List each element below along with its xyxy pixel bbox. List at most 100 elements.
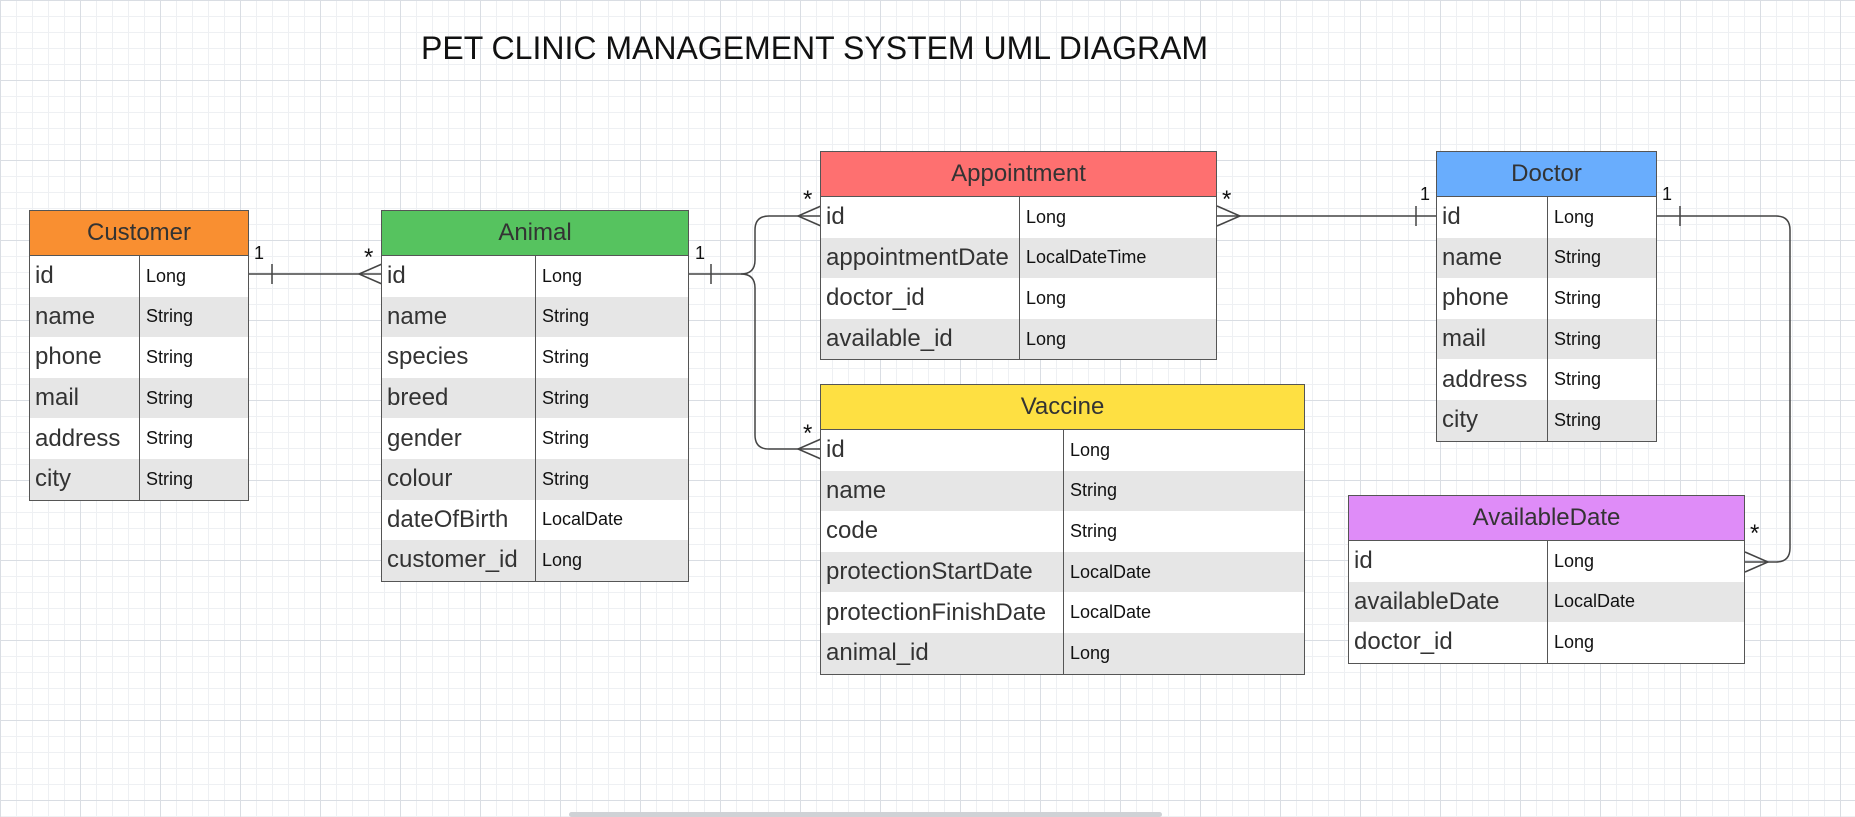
field-name: colour: [382, 458, 536, 500]
field-name: customer_id: [382, 540, 536, 581]
field-type: LocalDateTime: [1026, 247, 1147, 268]
field-type: String: [542, 306, 590, 327]
field-type: Long: [1026, 287, 1067, 308]
field-name: phone: [1437, 278, 1548, 319]
field-type: Long: [1070, 642, 1111, 663]
field-row: id Long: [382, 256, 688, 297]
field-name: id: [821, 197, 1020, 238]
animal-many-crowsfoot: [357, 263, 383, 285]
field-row: breed String: [382, 377, 688, 419]
field-type: Long: [1026, 206, 1067, 227]
field-name: breed: [382, 377, 536, 419]
field-type: LocalDate: [1554, 591, 1636, 612]
field-type: String: [146, 346, 194, 367]
field-name: name: [30, 296, 140, 338]
field-type: String: [1554, 247, 1602, 268]
field-type: String: [1554, 287, 1602, 308]
field-name: available_id: [821, 318, 1020, 360]
field-row: dateOfBirth LocalDate: [382, 499, 688, 541]
field-type: String: [146, 428, 194, 449]
field-name: name: [1437, 237, 1548, 279]
field-type: LocalDate: [1070, 561, 1152, 582]
field-type: String: [542, 346, 590, 367]
field-row: address String: [30, 418, 248, 459]
field-name: doctor_id: [821, 278, 1020, 319]
field-row: phone String: [1437, 278, 1656, 319]
field-name: dateOfBirth: [382, 499, 536, 541]
field-type: Long: [542, 265, 583, 286]
field-type: String: [1554, 369, 1602, 390]
field-type: String: [146, 468, 194, 489]
field-type: Long: [1070, 439, 1111, 460]
availabledate-many-crowsfoot: [1744, 551, 1770, 573]
field-name: address: [30, 418, 140, 459]
entity-availabledate-header: AvailableDate: [1349, 496, 1744, 541]
field-row: address String: [1437, 359, 1656, 400]
field-type: String: [146, 306, 194, 327]
multiplicity-animal-many: *: [364, 244, 374, 271]
field-row: customer_id Long: [382, 540, 688, 581]
appointment-doctor-crowsfoot: [1216, 205, 1242, 227]
multiplicity-availabledate-many: *: [1750, 520, 1760, 547]
field-type: Long: [1554, 550, 1595, 571]
field-name: availableDate: [1349, 581, 1548, 623]
field-type: Long: [542, 549, 583, 570]
field-row: colour String: [382, 458, 688, 500]
entity-appointment-header: Appointment: [821, 152, 1216, 197]
field-row: id Long: [821, 197, 1216, 238]
multiplicity-appointment-many: *: [803, 186, 813, 213]
field-name: address: [1437, 359, 1548, 400]
multiplicity-animal-one: 1: [695, 243, 706, 263]
field-type: LocalDate: [542, 509, 624, 530]
multiplicity-appointment-doctor-many: *: [1222, 186, 1232, 213]
field-row: name String: [30, 296, 248, 338]
field-name: id: [30, 256, 140, 297]
doctor-available-connector: [1657, 215, 1791, 563]
field-name: species: [382, 337, 536, 378]
entity-vaccine-header: Vaccine: [821, 385, 1304, 430]
field-type: String: [542, 387, 590, 408]
field-row: name String: [1437, 237, 1656, 279]
field-name: code: [821, 511, 1064, 552]
field-row: availableDate LocalDate: [1349, 581, 1744, 623]
field-type: String: [1070, 480, 1118, 501]
field-name: id: [382, 256, 536, 297]
multiplicity-doctor-available-one: 1: [1662, 184, 1673, 204]
appointment-many-crowsfoot: [796, 205, 822, 227]
field-type: Long: [1026, 328, 1067, 349]
field-name: protectionFinishDate: [821, 592, 1064, 633]
field-row: doctor_id Long: [821, 278, 1216, 319]
horizontal-scrollbar[interactable]: [569, 812, 1162, 817]
animal-branch-connector: [689, 215, 821, 275]
field-name: doctor_id: [1349, 622, 1548, 663]
field-name: appointmentDate: [821, 237, 1020, 279]
field-type: String: [1554, 409, 1602, 430]
field-type: String: [1070, 520, 1118, 541]
multiplicity-vaccine-many: *: [803, 420, 813, 447]
field-type: String: [1554, 328, 1602, 349]
multiplicity-doctor-one: 1: [1420, 184, 1431, 204]
field-name: protectionStartDate: [821, 551, 1064, 593]
field-type: String: [542, 468, 590, 489]
field-name: id: [821, 430, 1064, 471]
